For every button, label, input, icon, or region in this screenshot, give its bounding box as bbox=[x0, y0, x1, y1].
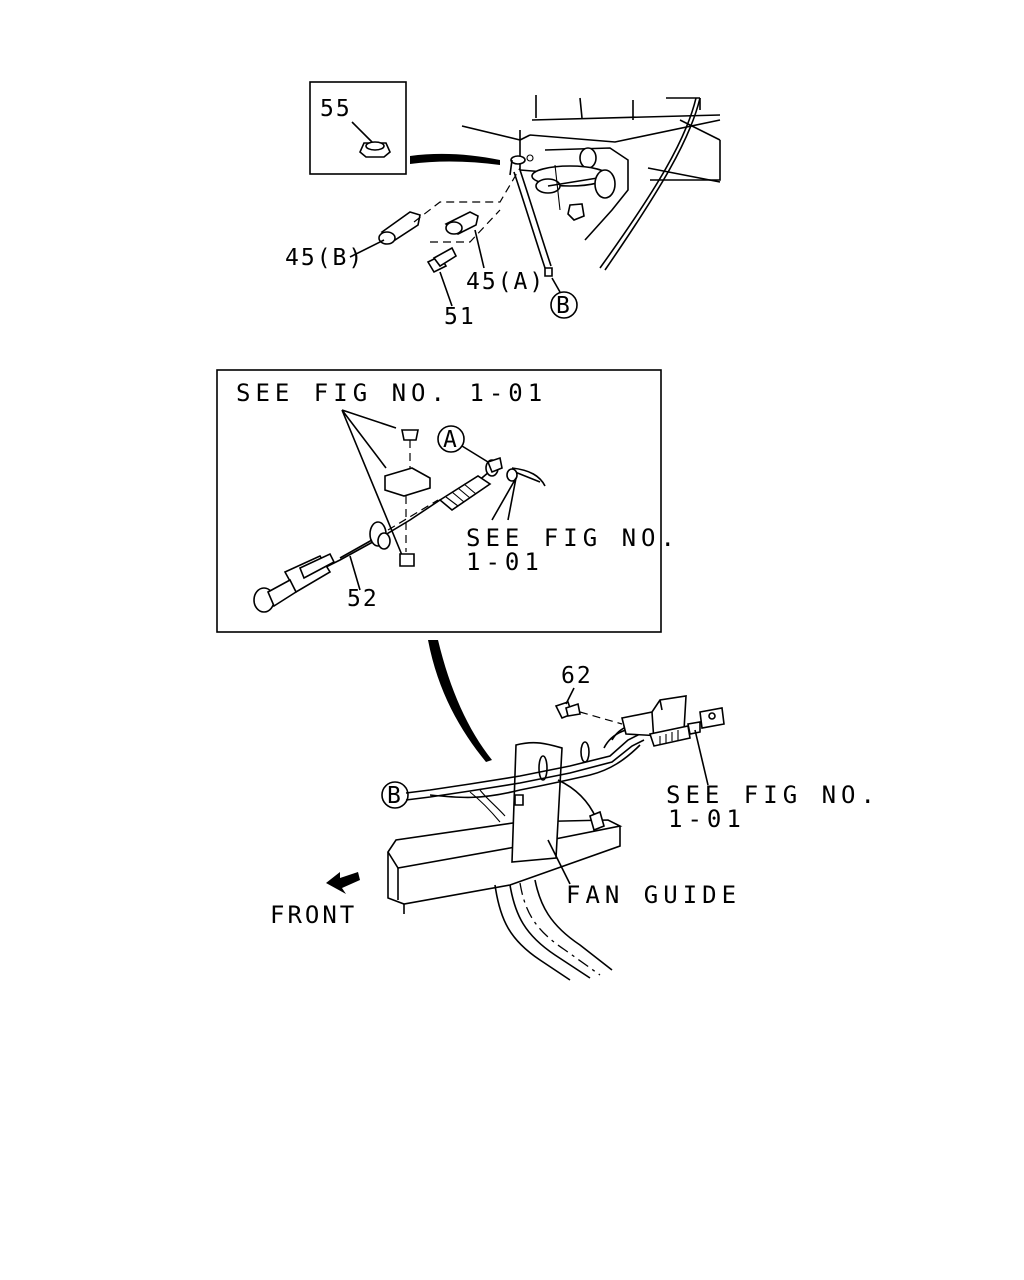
callout-45a: 45(A) bbox=[466, 269, 545, 295]
lower-see-fig-line1: SEE FIG NO. bbox=[666, 781, 880, 809]
front-label: FRONT bbox=[270, 901, 357, 929]
ref-b-bottom-label: B bbox=[387, 783, 401, 809]
callout-52: 52 bbox=[347, 586, 379, 612]
lower-assembly: 62 B SEE FIG NO. 1-01 FAN GUIDE FRONT bbox=[270, 663, 880, 981]
cable-b-lower bbox=[405, 733, 641, 794]
ref-circle-a-icon bbox=[437, 425, 465, 453]
ref-a-label: A bbox=[443, 427, 457, 453]
callout-55: 55 bbox=[320, 96, 352, 122]
ref-circle-b-icon bbox=[550, 291, 578, 319]
inset-detail: SEE FIG NO. 1-01 A 52 SEE FIG bbox=[216, 369, 680, 633]
ref-b-top-label: B bbox=[556, 293, 570, 319]
inset-nut bbox=[399, 553, 415, 567]
pointer-arrow-middle bbox=[428, 640, 492, 762]
callout-62: 62 bbox=[561, 663, 593, 689]
fan-guide-plate bbox=[511, 741, 563, 863]
frame-rail bbox=[387, 819, 623, 869]
callout-45b: 45(B) bbox=[285, 245, 364, 271]
ref-circle-b-lower-icon bbox=[381, 781, 409, 809]
detail-box-55 bbox=[309, 81, 407, 175]
mount-bracket bbox=[621, 695, 687, 737]
inset-see-fig-top: SEE FIG NO. 1-01 bbox=[236, 379, 547, 407]
front-arrow-icon bbox=[326, 872, 360, 894]
inset-bracket bbox=[384, 467, 431, 497]
inset-see-fig-right-line1: SEE FIG NO. bbox=[466, 524, 680, 552]
cable-b-top bbox=[513, 171, 546, 269]
fan-guide-label: FAN GUIDE bbox=[566, 881, 741, 909]
inset-frame bbox=[216, 369, 662, 633]
lower-see-fig-line2: 1-01 bbox=[668, 805, 746, 833]
callout-51: 51 bbox=[444, 304, 476, 330]
inset-see-fig-right-line2: 1-01 bbox=[466, 548, 544, 576]
pointer-arrow-top bbox=[410, 153, 500, 165]
top-assembly: 55 bbox=[285, 81, 721, 330]
